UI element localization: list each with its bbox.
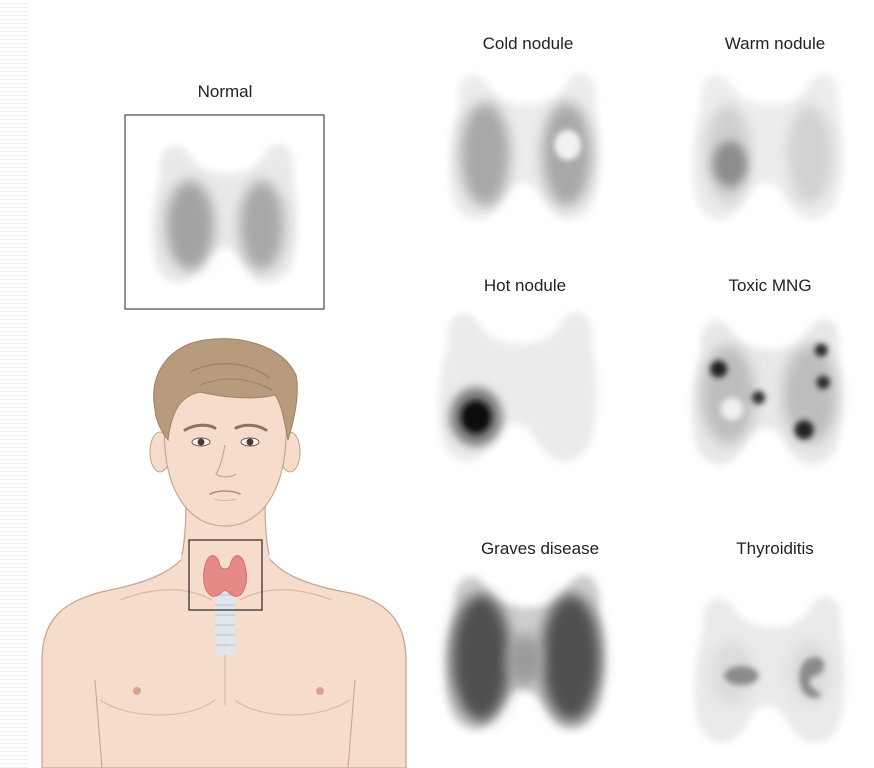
scan-thyroiditis — [694, 596, 844, 743]
scan-toxic-mng — [692, 318, 842, 465]
scan-hot-nodule — [438, 312, 596, 462]
person-illustration — [42, 339, 406, 768]
scan-cold-nodule — [449, 73, 599, 220]
scan-graves-disease — [445, 575, 603, 729]
scan-warm-nodule — [692, 73, 842, 220]
scan-normal — [152, 144, 298, 283]
